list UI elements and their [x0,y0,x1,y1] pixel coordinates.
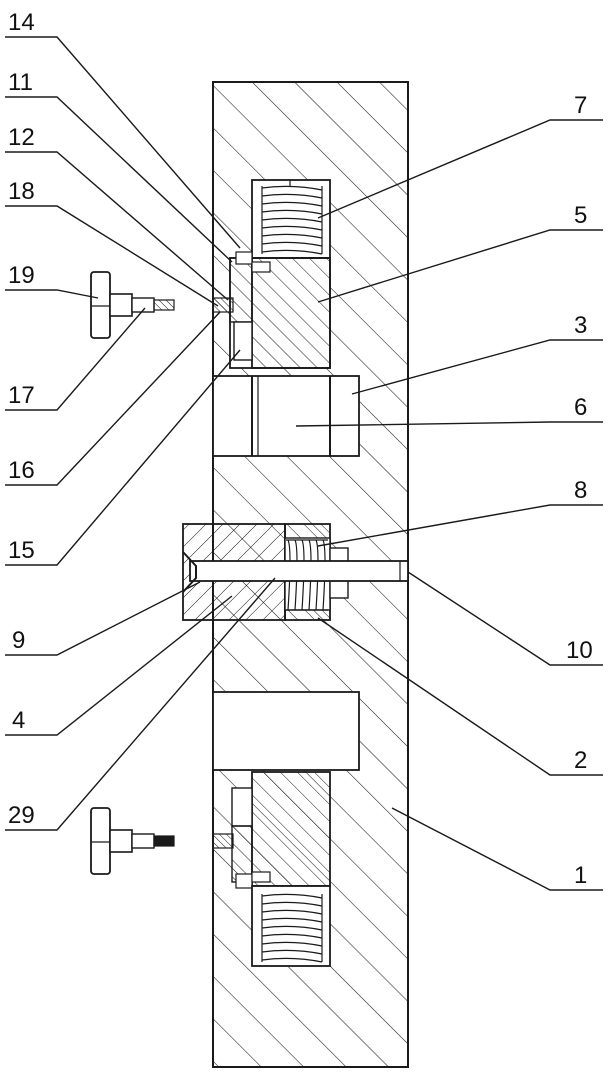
label-3: 3 [574,312,587,339]
label-29: 29 [8,802,35,829]
label-12: 12 [8,124,35,151]
label-4: 4 [12,707,25,734]
label-7: 7 [574,92,587,119]
label-10: 10 [566,637,593,664]
label-1: 1 [574,862,587,889]
cavity-3-block-6 [213,376,359,456]
label-6: 6 [574,394,587,421]
lower-cavity [213,692,359,770]
knob-19-top [91,272,174,338]
label-2: 2 [574,747,587,774]
slider-block-5 [230,252,330,368]
label-19: 19 [8,262,35,289]
label-15: 15 [8,537,35,564]
label-5: 5 [574,202,587,229]
label-14: 14 [8,9,35,36]
label-8: 8 [574,477,587,504]
spring-7-top [252,180,330,258]
spring-bottom [252,886,330,966]
label-16: 16 [8,457,35,484]
label-9: 9 [12,627,25,654]
knob-bottom [91,808,174,874]
label-17: 17 [8,382,35,409]
label-18: 18 [8,178,35,205]
label-11: 11 [8,69,33,96]
